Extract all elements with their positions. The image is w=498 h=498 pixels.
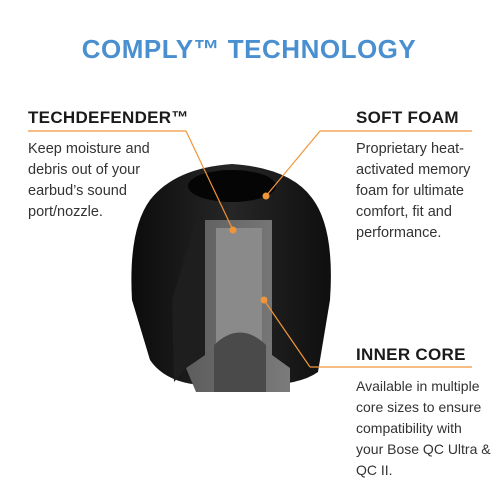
soft-foam-leader [265, 130, 321, 197]
inner-core-line: your Bose QC Ultra & [356, 441, 491, 457]
soft-foam-line: foam for ultimate [356, 183, 464, 199]
core-channel-bottom [214, 332, 266, 392]
foam-top-opening [188, 170, 276, 202]
inner-core-leader [263, 299, 311, 368]
techdefender-description: Keep moisture and debris out of your ear… [28, 139, 150, 223]
inner-core-line: core sizes to ensure [356, 399, 482, 415]
techdefender-line: port/nozzle. [28, 204, 103, 220]
inner-core-line: compatibility with [356, 420, 462, 436]
soft-foam-heading: SOFT FOAM [356, 108, 459, 127]
soft-foam-line: Proprietary heat- [356, 141, 464, 157]
inner-core-line: Available in multiple [356, 378, 480, 394]
inner-core-heading: INNER CORE [356, 345, 466, 364]
techdefender-line: earbud’s sound [28, 183, 127, 199]
soft-foam-line: performance. [356, 225, 442, 241]
inner-core-description: Available in multiple core sizes to ensu… [356, 376, 491, 481]
soft-foam-description: Proprietary heat- activated memory foam … [356, 139, 470, 244]
soft-foam-line: comfort, fit and [356, 204, 452, 220]
core-channel [216, 228, 262, 345]
foam-cut-face [172, 220, 205, 382]
techdefender-line: Keep moisture and [28, 141, 150, 157]
techdefender-line: debris out of your [28, 162, 141, 178]
inner-core-line: QC II. [356, 462, 393, 478]
techdefender-leader [185, 130, 234, 231]
techdefender-heading: TECHDEFENDER™ [28, 108, 189, 127]
page-title: COMPLY™ TECHNOLOGY [81, 34, 417, 64]
soft-foam-line: activated memory [356, 162, 471, 178]
